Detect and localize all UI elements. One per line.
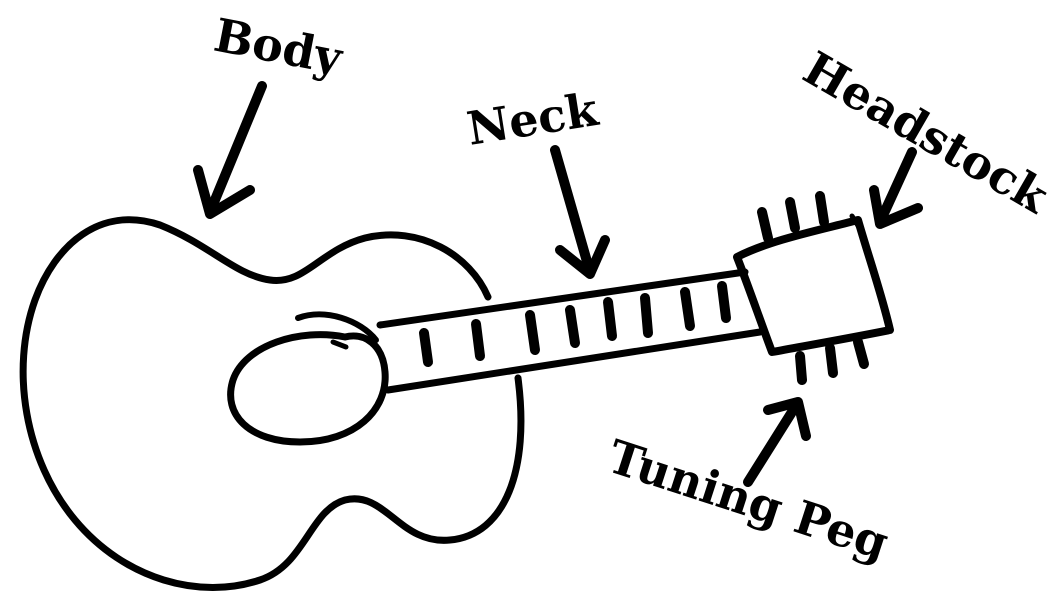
- tuning-peg-bottom-3: [858, 342, 864, 364]
- label-headstock: Headstock: [795, 41, 1050, 225]
- fret-3: [530, 315, 535, 350]
- tuning-peg-top-1: [762, 212, 768, 238]
- tuning-peg-top-2: [790, 202, 795, 228]
- label-tuning-peg: Tuning Peg: [602, 429, 895, 570]
- tuning-peg-arrow: [748, 402, 806, 482]
- tuning-peg-bottom-1: [800, 356, 802, 380]
- sound-hole-tick: [333, 342, 346, 347]
- fret-6: [645, 298, 648, 333]
- body-arrow: [198, 86, 262, 214]
- fret-8: [722, 286, 726, 318]
- fret-5: [608, 302, 612, 336]
- tuning-peg-bottom-2: [830, 348, 833, 373]
- fret-1: [424, 333, 428, 362]
- fret-4: [570, 310, 575, 343]
- neck-arrow: [555, 150, 605, 274]
- fret-2: [476, 324, 480, 356]
- label-body: Body: [210, 8, 348, 86]
- headstock-arrow: [874, 152, 918, 224]
- guitar-body-outline: [23, 220, 521, 588]
- label-neck: Neck: [463, 82, 602, 156]
- fret-7: [685, 292, 690, 326]
- sound-hole: [231, 335, 386, 442]
- tuning-peg-top-3: [820, 196, 824, 222]
